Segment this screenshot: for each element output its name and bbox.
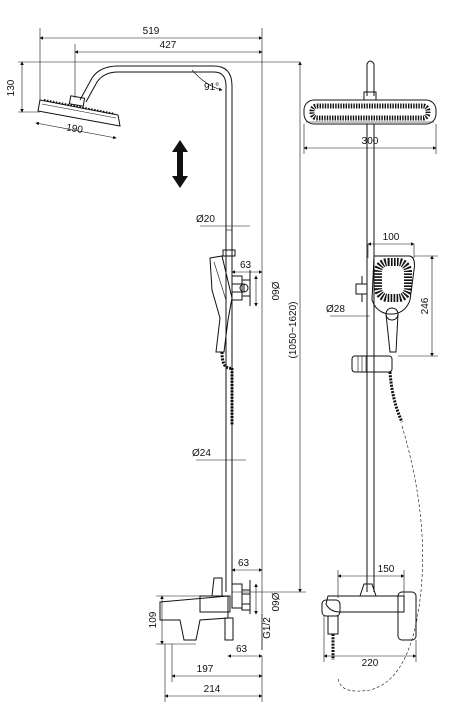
dim-pipe-diameter-top: Ø20 — [196, 214, 215, 225]
dim-hand-shower-width: 100 — [383, 232, 400, 243]
dim-inlet-offset: 63 — [236, 644, 248, 655]
hand-shower-side — [209, 255, 249, 353]
mixer-side — [159, 577, 251, 641]
dim-mixer-depth: 214 — [204, 684, 221, 695]
front-view: 300 100 Ø28 246 — [303, 60, 438, 692]
dim-spout-reach: 197 — [197, 664, 214, 675]
dim-hand-shower-holder: Ø28 — [326, 304, 345, 315]
dim-thread: G1/2 — [262, 617, 273, 639]
dim-total-width: 519 — [143, 26, 160, 37]
hand-shower-holder — [355, 276, 368, 302]
dim-head-height: 130 — [6, 79, 17, 96]
dim-bracket-diameter-top: Ø60 — [269, 282, 280, 301]
dim-bracket-offset-top: 63 — [240, 260, 252, 271]
dim-bracket-diameter-bottom: Ø60 — [269, 593, 280, 612]
dim-arm-angle: 91° — [204, 82, 219, 93]
lower-wall-bracket — [231, 580, 251, 614]
dim-total-height-range: (1050~1620) — [288, 302, 299, 359]
dim-mixer-height: 109 — [148, 611, 159, 628]
rain-shower-head — [37, 95, 121, 127]
hand-shower-front — [371, 255, 415, 353]
mixer-front — [321, 583, 417, 660]
slider-block — [351, 355, 393, 373]
rain-shower-head-front — [303, 99, 437, 125]
dim-bracket-offset-bottom: 63 — [238, 558, 250, 569]
dim-mixer-center-distance: 150 — [378, 564, 395, 575]
dim-front-head-width: 300 — [362, 136, 379, 147]
dim-hand-shower-height: 246 — [420, 297, 431, 314]
upper-wall-bracket — [231, 270, 251, 306]
dim-mixer-width-front: 220 — [362, 658, 379, 669]
dim-pipe-diameter-lower: Ø24 — [192, 448, 211, 459]
height-adjust-arrow-icon — [172, 140, 188, 188]
dim-head-diameter: 190 — [65, 122, 84, 136]
side-view: 519 427 130 190 91° — [6, 26, 306, 702]
dim-arm-width: 427 — [160, 40, 177, 51]
